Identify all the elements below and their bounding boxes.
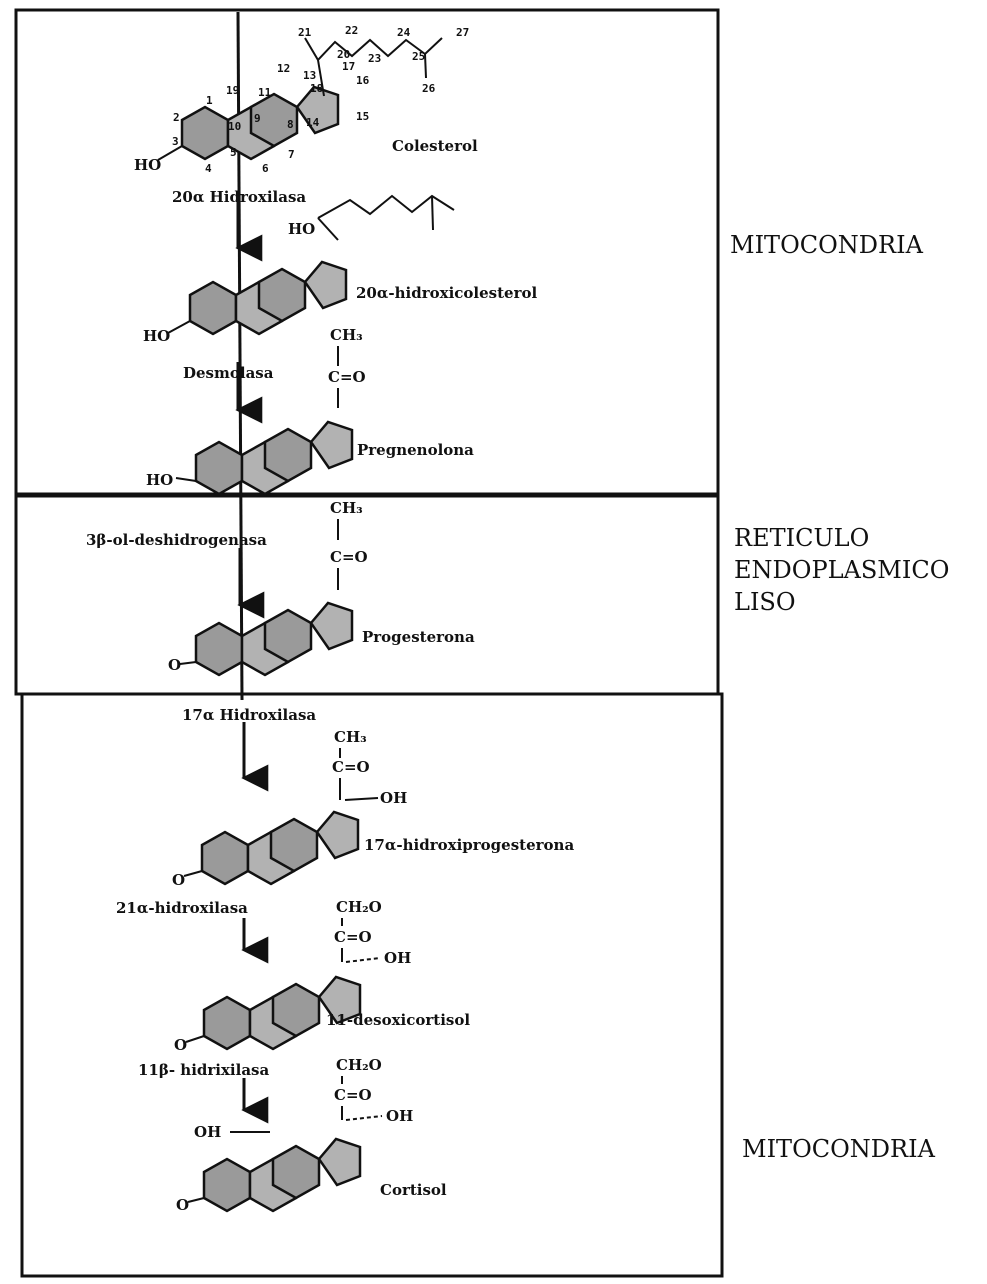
atom-26: 26 — [422, 82, 436, 95]
mitochondria-bottom-box — [22, 694, 722, 1276]
atom-3: 3 — [172, 135, 179, 148]
enzyme-17a-hidroxilasa: 17α Hidroxilasa — [182, 706, 316, 724]
enzyme-3b-ol-deshidrogenasa: 3β-ol-deshidrogenasa — [86, 531, 267, 549]
ch2o-group-6: CH₂O — [336, 898, 382, 916]
co-group-1: C=O — [328, 368, 366, 386]
atom-7: 7 — [288, 148, 295, 161]
co-group-2: C=O — [330, 548, 368, 566]
atom-2: 2 — [173, 111, 180, 124]
pregnenolone-structure — [176, 388, 352, 494]
atom-24: 24 — [397, 26, 411, 39]
atom-1: 1 — [206, 94, 213, 107]
o-group-5: O — [172, 871, 185, 889]
atom-18: 18 — [310, 82, 323, 95]
atom-6: 6 — [262, 162, 269, 175]
atom-16: 16 — [356, 74, 370, 87]
atom-22: 22 — [345, 24, 358, 37]
ch3-group-1: CH₃ — [330, 326, 363, 344]
label-hidroxiprogesterona: 17α-hidroxiprogesterona — [364, 836, 574, 854]
hydroxycholesterol-structure — [168, 196, 454, 334]
enzyme-11b-hidroxilasa: 11β- hidrixilasa — [138, 1061, 269, 1079]
enzyme-21a-hidroxilasa: 21α-hidroxilasa — [116, 899, 248, 917]
compartment-mitochondria-top: MITOCONDRIA — [730, 231, 924, 259]
progesterone-structure — [180, 568, 352, 675]
compartment-reticulum-line2: ENDOPLASMICO — [734, 556, 949, 584]
desoxycortisol-structure — [186, 948, 380, 1049]
atom-19: 19 — [226, 84, 239, 97]
o-group-7: O — [176, 1196, 189, 1214]
label-cortisol: Cortisol — [380, 1181, 447, 1199]
label-hidroxicolesterol: 20α-hidroxicolesterol — [356, 284, 537, 302]
ho-group-20: HO — [288, 220, 315, 238]
ch3-group-3: CH₃ — [334, 728, 367, 746]
reticulum-box — [16, 494, 718, 694]
atom-8: 8 — [287, 118, 294, 131]
ch2o-group-7: CH₂O — [336, 1056, 382, 1074]
cortisol-structure — [188, 1106, 382, 1211]
atom-20: 20 — [337, 48, 350, 61]
atom-11: 11 — [258, 86, 272, 99]
hydroxyprogesterone-structure — [184, 778, 378, 884]
label-progesterona: Progesterona — [362, 628, 475, 646]
oh-group-5: OH — [380, 789, 407, 807]
atom-4: 4 — [205, 162, 212, 175]
compartment-reticulum-line1: RETICULO — [734, 524, 869, 552]
oh-group-6: OH — [384, 949, 411, 967]
ho-group-2: HO — [143, 327, 170, 345]
co-group-3: C=O — [332, 758, 370, 776]
compartment-mitochondria-bottom: MITOCONDRIA — [742, 1135, 936, 1163]
o-group-6: O — [174, 1036, 187, 1054]
co-group-7: C=O — [334, 1086, 372, 1104]
ch3-group-2: CH₃ — [330, 499, 363, 517]
atom-13: 13 — [303, 69, 316, 82]
enzyme-20a-hidroxilasa: 20α Hidroxilasa — [172, 188, 306, 206]
atom-12: 12 — [277, 62, 290, 75]
o-group-4: O — [168, 656, 181, 674]
atom-25: 25 — [412, 50, 425, 63]
compartment-reticulum-line3: LISO — [734, 588, 796, 616]
label-pregnenolona: Pregnenolona — [357, 441, 474, 459]
atom-21: 21 — [298, 26, 312, 39]
co-group-6: C=O — [334, 928, 372, 946]
atom-9: 9 — [254, 112, 261, 125]
ho-group-3: HO — [146, 471, 173, 489]
label-desoxicortisol: 11-desoxicortisol — [326, 1011, 470, 1029]
atom-23: 23 — [368, 52, 381, 65]
atom-10: 10 — [228, 120, 241, 133]
atom-17: 17 — [342, 60, 355, 73]
atom-14: 14 — [306, 116, 320, 129]
atom-5: 5 — [230, 146, 237, 159]
atom-27: 27 — [456, 26, 469, 39]
oh-group-7-c17: OH — [386, 1107, 413, 1125]
atom-15: 15 — [356, 110, 369, 123]
label-colesterol: Colesterol — [392, 137, 478, 155]
oh-group-7-c11: OH — [194, 1123, 221, 1141]
enzyme-desmolasa: Desmolasa — [183, 364, 274, 382]
ho-group-1: HO — [134, 156, 161, 174]
